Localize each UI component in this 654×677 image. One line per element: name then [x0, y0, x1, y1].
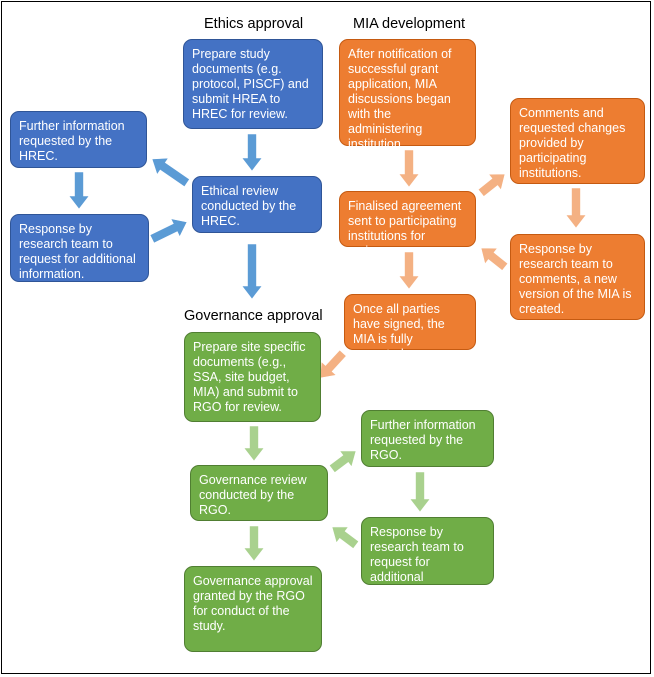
ethics-response-box: Response by research team to request for…	[10, 214, 149, 282]
heading-ethics-approval: Ethics approval	[204, 16, 304, 32]
arrow-gov-review-to-further-info	[328, 450, 357, 474]
mia-response-box: Response by research team to comments, a…	[510, 234, 645, 320]
arrow-mia-response-to-finalised	[480, 247, 509, 271]
ethics-further-info-box: Further information requested by the HRE…	[10, 111, 147, 168]
arrow-ethics-further-to-response	[68, 171, 90, 210]
ethics-review-box: Ethical review conducted by the HREC.	[192, 176, 322, 233]
governance-granted-box: Governance approval granted by the RGO f…	[184, 566, 322, 652]
arrow-mia-finalised-to-comments	[477, 173, 506, 197]
ethics-prepare-box: Prepare study documents (e.g. protocol, …	[183, 39, 323, 129]
mia-comments-box: Comments and requested changes provided …	[510, 98, 645, 184]
arrow-gov-prepare-to-review	[243, 425, 265, 462]
governance-prepare-box: Prepare site specific documents (e.g., S…	[184, 332, 321, 422]
arrow-mia-comments-to-response	[565, 187, 587, 229]
arrow-ethics-prepare-to-review	[241, 133, 263, 172]
arrow-gov-response-to-review	[331, 526, 360, 550]
arrow-ethics-response-to-review	[149, 218, 188, 244]
arrow-mia-finalised-to-executed	[398, 251, 420, 290]
mia-executed-box: Once all parties have signed, the MIA is…	[344, 294, 476, 361]
arrow-ethics-to-governance	[241, 243, 263, 300]
governance-review-box: Governance review conducted by the RGO.	[190, 465, 328, 521]
arrow-gov-review-to-granted	[243, 525, 265, 562]
governance-further-info-box: Further information requested by the RGO…	[361, 410, 494, 467]
arrow-mia-notification-to-finalised	[398, 149, 420, 188]
arrow-gov-further-to-response	[409, 471, 431, 513]
arrow-mia-executed-to-governance	[319, 349, 347, 379]
mia-finalised-box: Finalised agreement sent to participatin…	[339, 191, 476, 258]
mia-notification-box: After notification of successful grant a…	[339, 39, 476, 151]
heading-mia-development: MIA development	[353, 16, 466, 32]
governance-response-box: Response by research team to request for…	[361, 517, 494, 599]
arrow-ethics-review-to-further-info	[151, 157, 190, 188]
heading-governance-approval: Governance approval	[184, 308, 323, 324]
